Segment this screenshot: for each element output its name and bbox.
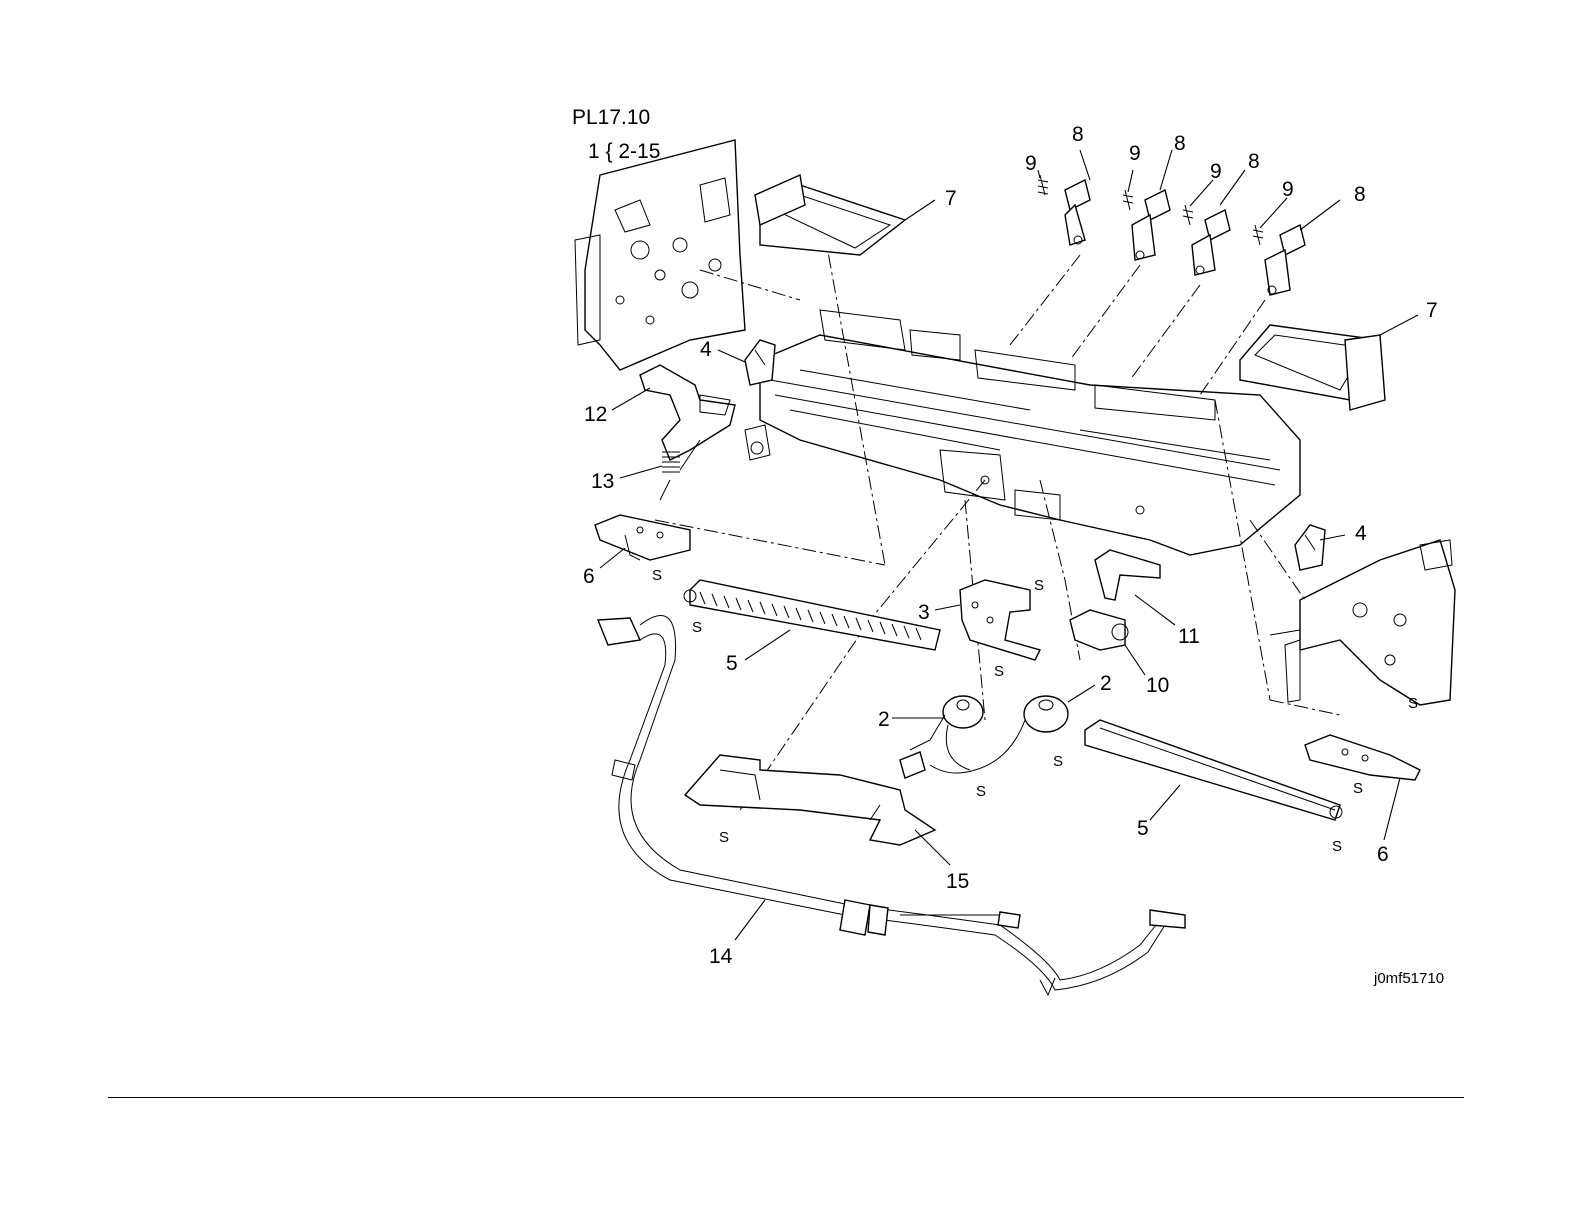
part-8-9-clip-4	[1253, 225, 1305, 295]
part-8-9-clip-1	[1038, 175, 1090, 245]
screw-mark: S	[719, 829, 729, 846]
part-3-bracket	[960, 580, 1040, 660]
callout-9-d: 9	[1282, 178, 1294, 201]
callout-2-right: 2	[1100, 672, 1112, 695]
part-10-sensor-bracket	[1070, 610, 1128, 650]
screw-mark: S	[994, 663, 1004, 680]
callout-9-a: 9	[1025, 152, 1037, 175]
callout-7-left: 7	[945, 187, 957, 210]
figure-id: j0mf51710	[1374, 970, 1444, 987]
callout-8-a: 8	[1072, 123, 1084, 146]
screw-mark: S	[1332, 838, 1342, 855]
callout-14: 14	[709, 945, 733, 968]
callout-3: 3	[918, 601, 930, 624]
part-7-cover-left	[755, 175, 905, 255]
part-4-actuator-right	[1295, 525, 1325, 570]
callout-9-b: 9	[1129, 142, 1141, 165]
callout-5-right: 5	[1137, 817, 1149, 840]
main-cross-frame	[745, 310, 1300, 555]
screw-mark: S	[1034, 577, 1044, 594]
screw-mark: S	[976, 783, 986, 800]
footer-rule	[108, 1097, 1464, 1098]
callout-8-b: 8	[1174, 132, 1186, 155]
part-2-motor-left	[900, 696, 983, 778]
screw-mark: S	[652, 567, 662, 584]
callout-4-right: 4	[1355, 522, 1367, 545]
screw-mark: S	[692, 619, 702, 636]
callout-12: 12	[584, 403, 607, 426]
right-side-frame	[1270, 540, 1455, 705]
left-side-frame	[575, 140, 745, 370]
callout-7-right: 7	[1426, 299, 1438, 322]
callout-15: 15	[946, 870, 969, 893]
callout-8-c: 8	[1248, 150, 1260, 173]
screw-mark: S	[1408, 695, 1418, 712]
callout-13: 13	[591, 470, 614, 493]
part-5-rack-gear-left	[684, 580, 940, 650]
callout-10: 10	[1146, 674, 1169, 697]
screw-mark: S	[1053, 753, 1063, 770]
callout-8-d: 8	[1354, 183, 1366, 206]
callout-2-left: 2	[878, 708, 890, 731]
callout-4-left: 4	[700, 338, 712, 361]
callout-5-left: 5	[726, 652, 738, 675]
callout-9-c: 9	[1210, 160, 1222, 183]
callout-11: 11	[1178, 625, 1200, 648]
part-6-bracket-right	[1305, 735, 1420, 780]
part-4-actuator-left	[745, 340, 775, 385]
part-12-lever	[640, 365, 735, 460]
part-11-sensor	[1095, 550, 1160, 600]
part-8-9-clip-2	[1123, 190, 1170, 260]
part-5-rail-right	[1085, 720, 1342, 820]
callout-6-left: 6	[583, 565, 595, 588]
part-8-9-clip-3	[1183, 205, 1230, 275]
screw-mark: S	[1353, 780, 1363, 797]
callout-6-right: 6	[1377, 843, 1389, 866]
part-6-bracket-left	[595, 515, 690, 560]
